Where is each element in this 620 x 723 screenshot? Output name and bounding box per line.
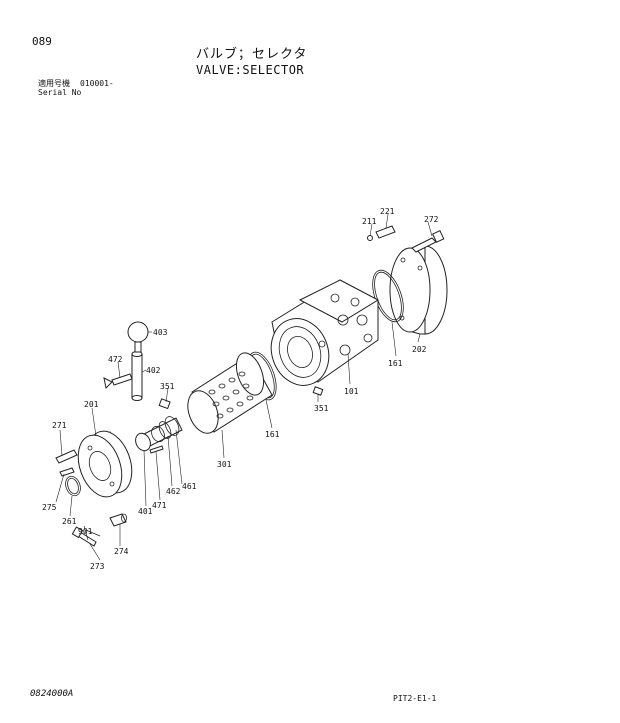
callout-274: 274	[114, 547, 129, 556]
serial-label-japanese: 適用号機	[38, 79, 70, 88]
part-274-sleeve	[109, 513, 127, 527]
part-351-plug-lower	[158, 398, 171, 410]
callout-261: 261	[62, 517, 77, 526]
part-202-cover-right	[389, 245, 448, 335]
part-351-plug-upper	[312, 386, 324, 396]
callout-161-right: 161	[388, 359, 403, 368]
callout-901: 901	[78, 527, 93, 536]
callout-211: 211	[362, 217, 377, 226]
drawing-code-left: 0824000A	[30, 689, 74, 699]
callout-272: 272	[424, 215, 439, 224]
callout-461: 461	[182, 482, 197, 491]
callout-471: 471	[152, 501, 167, 510]
page-title-english: VALVE:SELECTOR	[196, 63, 305, 77]
callout-301: 301	[217, 460, 232, 469]
part-301-sleeve	[187, 352, 273, 434]
part-471-pin	[149, 445, 164, 454]
callout-472: 472	[108, 355, 123, 364]
callout-351-lower: 351	[160, 382, 175, 391]
callout-201: 201	[84, 400, 99, 409]
callout-202: 202	[412, 345, 427, 354]
callout-462: 462	[166, 487, 181, 496]
callout-labels: 211 221 272 202 161 101 351 403 472 402 …	[42, 207, 439, 571]
part-101-valve-body	[270, 279, 380, 386]
callout-275: 275	[42, 503, 57, 512]
part-901-bracket	[85, 529, 101, 537]
callout-273: 273	[90, 562, 105, 571]
part-402-lever	[131, 351, 143, 401]
leader-lines	[55, 213, 433, 561]
callout-351-upper: 351	[314, 404, 329, 413]
callout-101: 101	[344, 387, 359, 396]
callout-402: 402	[146, 366, 161, 375]
callout-401: 401	[138, 507, 153, 516]
page-title-japanese: バルブ；セレクタ	[196, 47, 308, 62]
part-403-knob	[127, 321, 149, 353]
drawing-code-right: PIT2-E1-1	[393, 694, 437, 703]
page-number: 089	[32, 35, 52, 48]
part-271-bolt	[55, 449, 78, 464]
part-275-bolt	[59, 467, 75, 477]
part-461-462-seals	[158, 416, 180, 439]
callout-221: 221	[380, 207, 395, 216]
callout-271: 271	[52, 421, 67, 430]
callout-161-left: 161	[265, 430, 280, 439]
part-201-cover-left	[77, 430, 133, 498]
part-261-oring	[65, 475, 81, 497]
part-272-bolt	[411, 230, 445, 253]
part-211-ball	[367, 235, 373, 241]
serial-label-english: Serial No	[38, 88, 82, 97]
part-472-wing-screw	[103, 373, 133, 390]
part-273-bolt	[71, 526, 97, 547]
part-221-plug	[375, 225, 396, 239]
callout-403: 403	[153, 328, 168, 337]
serial-range-value: 010001-	[80, 79, 114, 88]
